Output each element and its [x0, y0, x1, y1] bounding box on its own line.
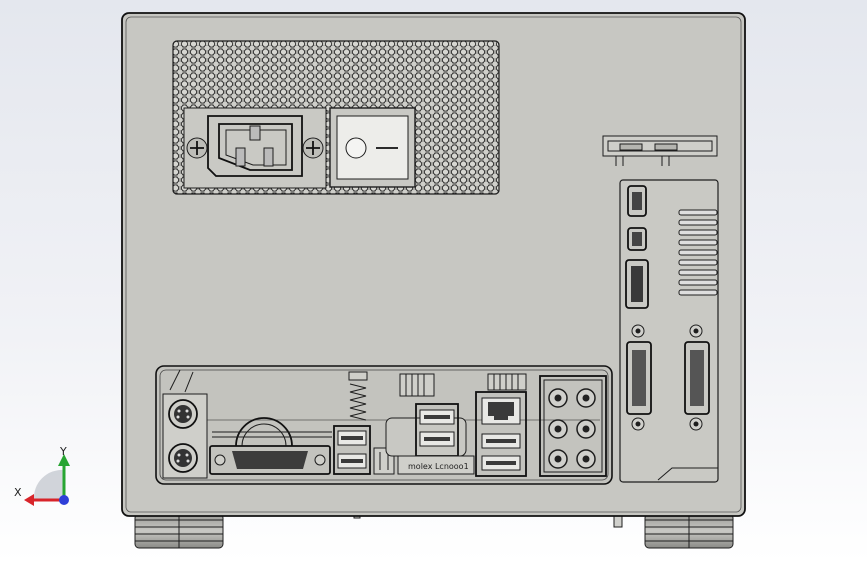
- case-foot-left: [134, 513, 224, 549]
- ps2-port-top[interactable]: [168, 399, 198, 429]
- audio-jack[interactable]: [548, 419, 568, 439]
- power-rocker-switch[interactable]: [329, 107, 416, 188]
- case-foot-right: [644, 513, 734, 549]
- gpu-io-panel: [619, 179, 719, 483]
- iec-power-inlet[interactable]: [183, 107, 327, 189]
- mobo-dvi-port[interactable]: [209, 445, 331, 475]
- gpu-bracket-tab: [602, 135, 718, 166]
- dvi-port-1[interactable]: [626, 324, 652, 431]
- cmos-battery: [212, 417, 332, 447]
- gpu-vent-slots: [678, 209, 718, 296]
- screw-icon: [302, 137, 324, 159]
- dvi-port-2[interactable]: [684, 324, 710, 431]
- motherboard-marking: molex Lcnooo1: [408, 462, 469, 471]
- usb-port[interactable]: [481, 455, 521, 471]
- usb-stack-left[interactable]: [333, 425, 371, 475]
- usb-port[interactable]: [481, 433, 521, 449]
- ethernet-port[interactable]: [481, 397, 521, 425]
- audio-jack-panel: [539, 375, 607, 477]
- spring-standoff: [348, 371, 368, 421]
- hdmi-port[interactable]: [625, 259, 649, 309]
- coordinate-triad-icon: Y X: [14, 445, 70, 506]
- audio-jack[interactable]: [576, 449, 596, 469]
- audio-jack[interactable]: [548, 449, 568, 469]
- screw-icon: [186, 137, 208, 159]
- displayport-port[interactable]: [627, 185, 647, 217]
- ethernet-usb-stack[interactable]: [475, 373, 527, 477]
- ps2-panel: [162, 393, 208, 479]
- audio-jack[interactable]: [576, 388, 596, 408]
- audio-jack[interactable]: [548, 388, 568, 408]
- mini-displayport-port[interactable]: [627, 227, 647, 251]
- ps2-port-bottom[interactable]: [168, 443, 198, 473]
- usb-tower-center[interactable]: molex Lcnooo1: [385, 373, 475, 475]
- audio-jack[interactable]: [576, 419, 596, 439]
- axis-y-label: Y: [59, 445, 67, 458]
- axis-x-label: X: [14, 486, 22, 499]
